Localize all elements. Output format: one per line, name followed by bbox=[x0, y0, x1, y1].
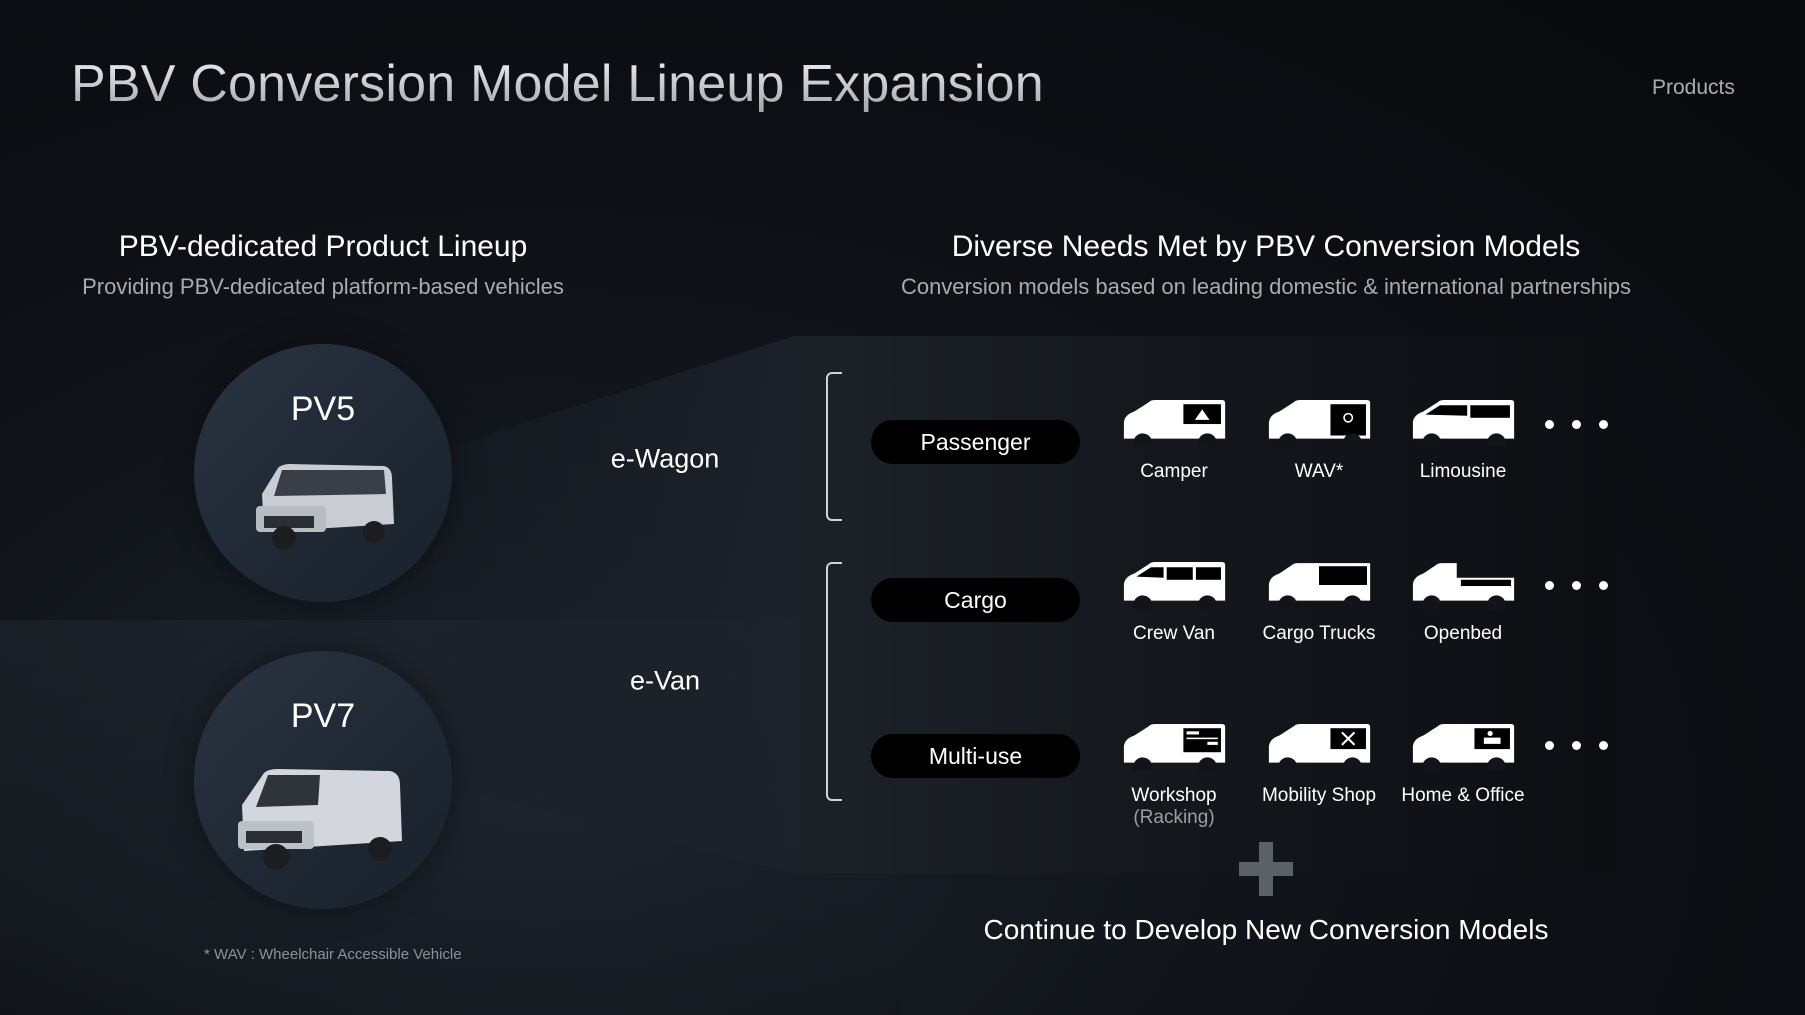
left-subheading: Providing PBV-dedicated platform-based v… bbox=[82, 274, 564, 299]
conversion-item: Crew Van bbox=[1099, 561, 1249, 645]
wagon-bracket bbox=[826, 372, 842, 521]
plus-icon bbox=[1239, 842, 1293, 896]
item-name: Camper bbox=[1140, 461, 1208, 482]
workshop-van-icon bbox=[1123, 724, 1226, 771]
section-label: Products bbox=[1652, 76, 1735, 99]
model-label: PV5 bbox=[290, 390, 356, 428]
category-label: Passenger bbox=[920, 428, 1031, 455]
limousine-van-icon bbox=[1412, 400, 1515, 447]
model-label: PV7 bbox=[290, 697, 356, 735]
pv7-circle: PV7 bbox=[194, 651, 452, 909]
item-name: Openbed bbox=[1423, 623, 1503, 644]
segment-e-wagon: e-Wagon bbox=[610, 443, 720, 474]
item-name: WAV* bbox=[1294, 461, 1344, 482]
conversion-item: Workshop(Racking) bbox=[1099, 723, 1249, 829]
item-name: Workshop bbox=[1131, 785, 1217, 806]
van-bracket bbox=[826, 562, 842, 801]
crew-van-icon bbox=[1123, 562, 1226, 609]
item-subname: (Racking) bbox=[1133, 807, 1215, 828]
category-label: Cargo bbox=[944, 586, 1007, 613]
category-cargo: Cargo bbox=[871, 578, 1080, 622]
conversion-item: Mobility Shop bbox=[1244, 723, 1394, 807]
more-dots bbox=[1545, 581, 1608, 590]
pv5-vehicle-image bbox=[256, 464, 394, 550]
tools-van-icon bbox=[1268, 724, 1371, 771]
conversion-item: Camper bbox=[1099, 399, 1249, 483]
conversion-item: Limousine bbox=[1388, 399, 1538, 483]
openbed-truck-icon bbox=[1412, 563, 1515, 609]
more-dots bbox=[1545, 420, 1608, 429]
right-subheading: Conversion models based on leading domes… bbox=[900, 274, 1632, 299]
page-title: PBV Conversion Model Lineup Expansion bbox=[71, 55, 1044, 113]
item-name: Cargo Trucks bbox=[1262, 623, 1376, 644]
camper-van-icon bbox=[1123, 400, 1226, 447]
more-dots bbox=[1545, 741, 1608, 750]
pv5-circle: PV5 bbox=[194, 344, 452, 602]
category-passenger: Passenger bbox=[871, 420, 1080, 464]
item-name: Limousine bbox=[1419, 461, 1507, 482]
right-heading: Diverse Needs Met by PBV Conversion Mode… bbox=[951, 230, 1581, 263]
category-multi-use: Multi-use bbox=[871, 734, 1080, 778]
conversion-item: Openbed bbox=[1388, 561, 1538, 645]
segment-e-van: e-Van bbox=[629, 665, 701, 696]
conversion-item: WAV* bbox=[1244, 399, 1394, 483]
pv7-vehicle-image bbox=[238, 769, 402, 870]
category-label: Multi-use bbox=[928, 742, 1023, 769]
office-van-icon bbox=[1412, 724, 1515, 771]
item-name: Mobility Shop bbox=[1261, 785, 1377, 806]
left-heading: PBV-dedicated Product Lineup bbox=[118, 230, 528, 263]
item-name: Home & Office bbox=[1401, 785, 1525, 806]
cargo-truck-icon bbox=[1268, 563, 1371, 609]
conversion-item: Cargo Trucks bbox=[1244, 561, 1394, 645]
item-name: Crew Van bbox=[1132, 623, 1215, 644]
wheelchair-van-icon bbox=[1268, 400, 1371, 447]
footnote: * WAV : Wheelchair Accessible Vehicle bbox=[204, 946, 462, 963]
conversion-item: Home & Office bbox=[1388, 723, 1538, 807]
continue-text: Continue to Develop New Conversion Model… bbox=[983, 914, 1549, 945]
